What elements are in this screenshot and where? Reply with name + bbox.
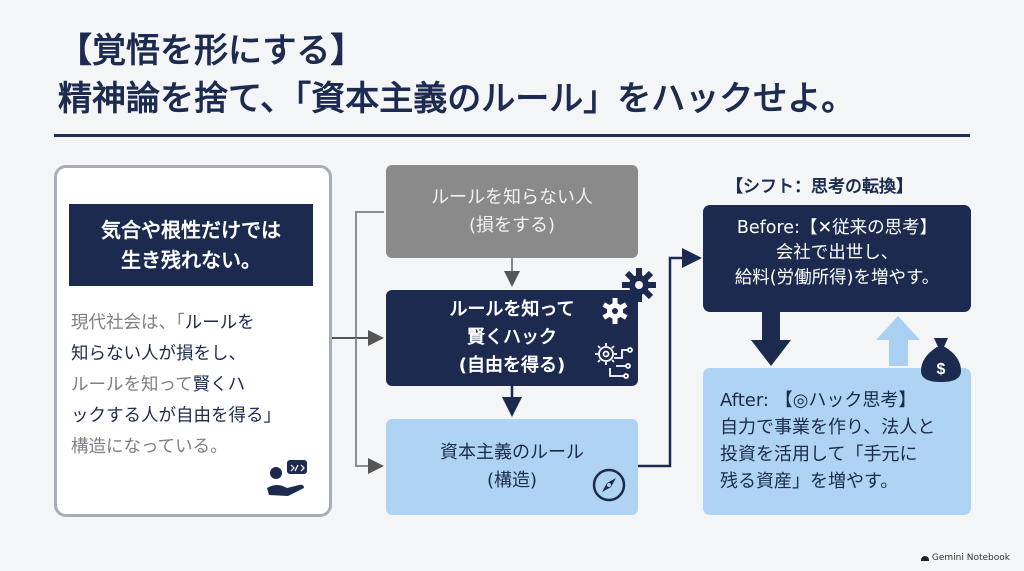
- brand-logo-icon: [920, 555, 929, 561]
- left-body-line: ックする人が自由を得る」: [71, 406, 281, 426]
- circuit-gear-icon: [595, 343, 633, 379]
- left-heading-line: 生き残れない。: [121, 248, 261, 272]
- left-body-segment: ルールを: [184, 313, 255, 333]
- left-heading-box: 気合や根性だけでは 生き残れない。: [69, 204, 313, 286]
- box-line: (損をする): [468, 215, 556, 236]
- left-body-line: 現代社会は、「ルールを: [71, 308, 331, 339]
- left-body-text: 現代社会は、「ルールを 知らない人が損をし、 ルールを知って賢くハ ックする人が…: [71, 308, 331, 463]
- left-panel: 気合や根性だけでは 生き残れない。 現代社会は、「ルールを 知らない人が損をし、…: [54, 165, 332, 517]
- box-line: (構造): [486, 470, 538, 491]
- svg-text:$: $: [937, 361, 946, 378]
- box-line: 会社で出世し、: [775, 243, 899, 263]
- left-heading-line: 気合や根性だけでは: [101, 218, 281, 242]
- capitalism-rules-box: 資本主義のルール (構造): [386, 419, 638, 515]
- left-body-line: 知らない人が損をし、: [71, 344, 246, 364]
- footer-brand: Gemini Notebook: [920, 553, 1010, 563]
- box-line: 自力で事業を作り、法人と: [720, 417, 936, 438]
- left-body-segment: 賢くハ: [192, 375, 246, 395]
- shift-up-arrow: [876, 316, 920, 366]
- page-title-line1: 【覚悟を形にする】: [58, 31, 365, 71]
- after-box: After: 【◎ハック思考】 自力で事業を作り、法人と 投資を活用して「手元に…: [703, 368, 971, 515]
- title-divider: [54, 134, 970, 137]
- box-line: ルールを知って: [449, 299, 575, 320]
- compass-icon: [592, 468, 626, 502]
- connector-left-to-capital: [355, 338, 384, 474]
- box-line: 残る資産」を増やす。: [720, 471, 899, 492]
- hand-with-idea-icon: [267, 460, 307, 496]
- shift-down-arrow: [751, 312, 791, 366]
- brand-text: Gemini Notebook: [931, 553, 1010, 563]
- shift-label: 【シフト：思考の転換】: [726, 177, 913, 197]
- connector-left-to-unaware: [332, 211, 384, 339]
- connector-capital-to-before: [638, 248, 702, 468]
- box-line: Before:【✕従来の思考】: [736, 218, 938, 238]
- box-line: ルールを知らない人: [431, 187, 593, 208]
- gear-icon: [602, 298, 628, 324]
- rule-hack-box: ルールを知って 賢くハック (自由を得る): [386, 290, 638, 386]
- left-body-segment: 現代社会は、「: [71, 313, 185, 333]
- gear-icon: [622, 268, 656, 302]
- box-line: 賢くハック: [467, 327, 557, 348]
- before-box: Before:【✕従来の思考】 会社で出世し、 給料(労働所得)を増やす。: [703, 205, 971, 312]
- box-line: 資本主義のルール: [440, 442, 584, 463]
- box-line: (自由を得る): [458, 355, 566, 376]
- page-title-line2: 精神論を捨て、「資本主義のルール」をハックせよ。: [58, 79, 856, 119]
- left-body-segment: ルールを知って: [71, 375, 193, 395]
- box-line: 投資を活用して「手元に: [720, 444, 918, 465]
- left-body-line: 構造になっている。: [71, 437, 228, 457]
- left-body-line: ルールを知って賢くハ: [71, 370, 331, 401]
- rule-unaware-box: ルールを知らない人 (損をする): [386, 165, 638, 258]
- box-line: 給料(労働所得)を増やす。: [734, 268, 940, 288]
- money-bag-icon: $: [921, 338, 961, 382]
- box-line: After: 【◎ハック思考】: [720, 390, 917, 411]
